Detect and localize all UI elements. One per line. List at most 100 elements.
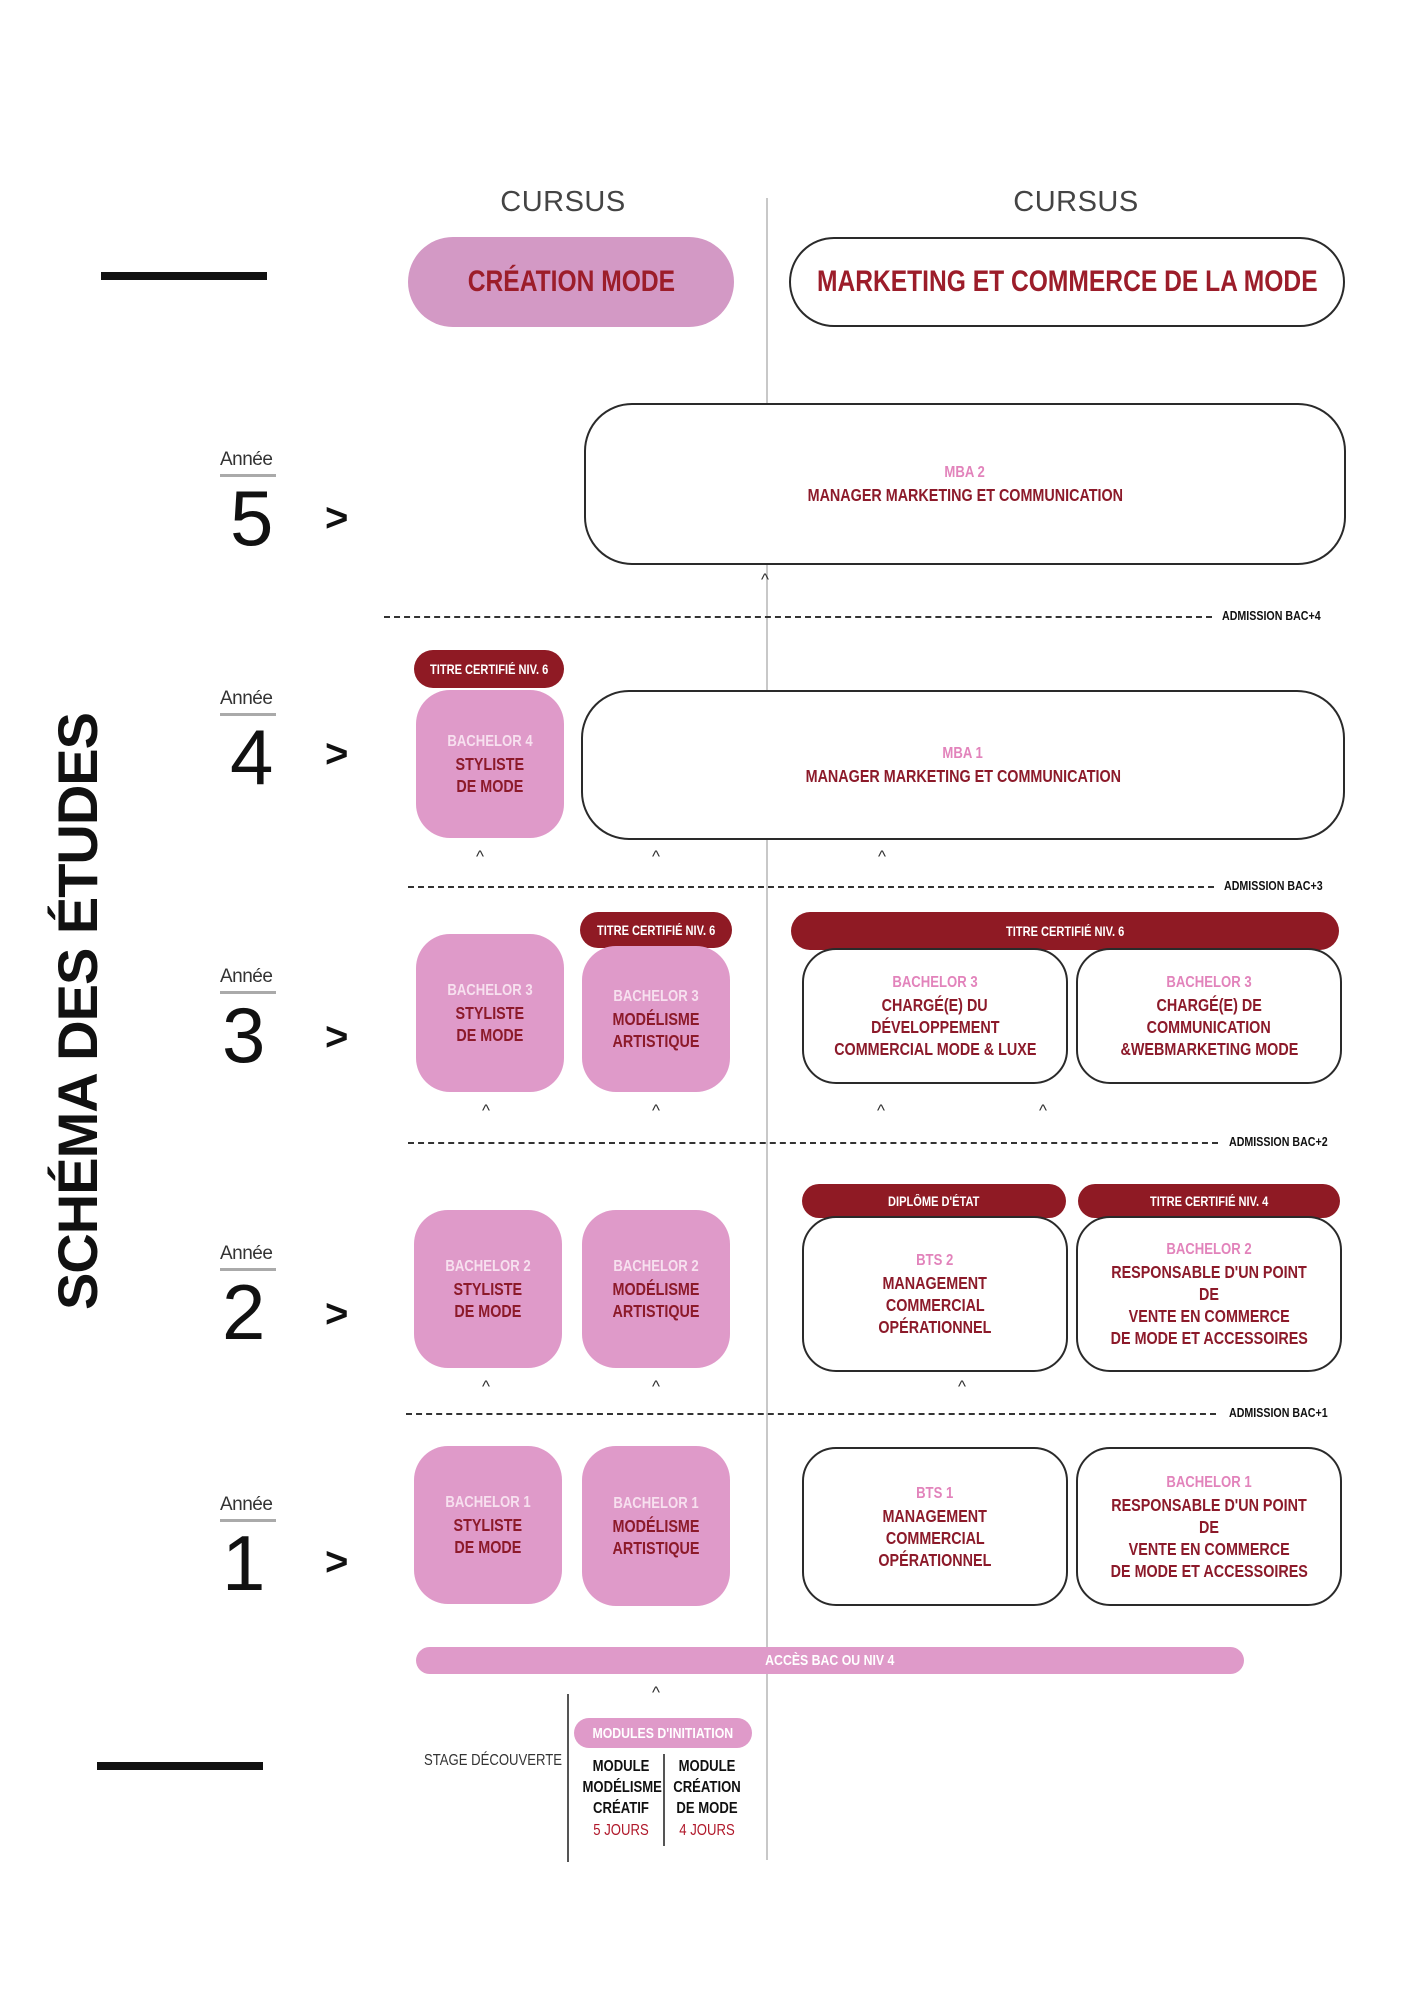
box-line: MODÉLISME (612, 1516, 700, 1536)
year-number: 1 (222, 1519, 266, 1607)
box-line: DE MODE (456, 1025, 524, 1045)
box-bachelor-1-responsable: BACHELOR 1 RESPONSABLE D'UN POINT DE VEN… (1076, 1447, 1342, 1606)
box-line: BACHELOR 2 (445, 1258, 531, 1275)
box-line: RESPONSABLE D'UN POINT DE (1111, 1494, 1307, 1537)
box-line: OPÉRATIONNEL (878, 1317, 992, 1337)
divider-bottom (97, 1762, 263, 1770)
caret-icon: ^ (1039, 1101, 1047, 1120)
box-line: BTS 2 (916, 1252, 954, 1269)
box-line: ARTISTIQUE (612, 1538, 700, 1558)
box-line: BTS 1 (916, 1484, 954, 1502)
admission-line-bac4 (384, 616, 1212, 618)
box-line: BACHELOR 2 (1166, 1241, 1252, 1258)
year-number: 2 (222, 1268, 266, 1356)
arrow-icon: > (325, 1292, 349, 1336)
module-divider-left (567, 1694, 569, 1862)
badge-titre-certifie: TITRE CERTIFIÉ NIV. 6 (791, 912, 1339, 950)
header-creation-mode: CRÉATION MODE (408, 237, 734, 327)
box-line: COMMERCIAL (885, 1527, 985, 1548)
year-underline (220, 991, 276, 994)
box-line: RESPONSABLE D'UN POINT DE (1111, 1262, 1307, 1304)
box-bachelor-3-modelisme: BACHELOR 3 MODÉLISME ARTISTIQUE (582, 946, 730, 1092)
badge-diplome-etat: DIPLÔME D'ÉTAT (802, 1184, 1066, 1218)
year-number: 5 (230, 474, 274, 562)
box-line: &WEBMARKETING MODE (1120, 1039, 1298, 1059)
arrow-icon: > (325, 1015, 349, 1059)
box-bts-2: BTS 2 MANAGEMENT COMMERCIAL OPÉRATIONNEL (802, 1216, 1068, 1372)
box-mba-2: MBA 2 MANAGER MARKETING ET COMMUNICATION (584, 403, 1346, 565)
box-line: BACHELOR 1 (1166, 1473, 1252, 1491)
column-label-creation: CURSUS (500, 186, 626, 218)
box-line: COMMUNICATION (1146, 1017, 1272, 1037)
box-line: MANAGEMENT (882, 1505, 988, 1526)
box-line: DE MODE (454, 1537, 522, 1557)
box-line: ARTISTIQUE (612, 1031, 700, 1051)
box-line: STYLISTE (455, 754, 525, 774)
box-line: ARTISTIQUE (612, 1301, 700, 1321)
arrow-icon: > (325, 1540, 349, 1584)
box-line: CHARGÉ(E) DE (1156, 995, 1262, 1015)
box-bachelor-4-styliste: BACHELOR 4 STYLISTE DE MODE (416, 690, 564, 838)
arrow-icon: > (325, 496, 349, 540)
year-word: Année (220, 449, 273, 470)
box-line: MBA 2 (944, 464, 986, 481)
caret-icon: ^ (482, 1101, 490, 1120)
admission-label: ADMISSION BAC+1 (1229, 1405, 1328, 1420)
box-line: BACHELOR 3 (1166, 974, 1252, 991)
box-line: STYLISTE (453, 1279, 523, 1299)
badge-titre-certifie: TITRE CERTIFIÉ NIV. 6 (414, 650, 564, 688)
caret-icon: ^ (652, 1683, 660, 1702)
box-line: MANAGER MARKETING ET COMMUNICATION (807, 485, 1123, 505)
box-bachelor-1-styliste: BACHELOR 1 STYLISTE DE MODE (414, 1446, 562, 1604)
module-creation: MODULE CRÉATION DE MODE 4 JOURS (673, 1758, 741, 1839)
caret-icon: ^ (761, 570, 769, 589)
modules-badge: MODULES D'INITIATION (574, 1718, 752, 1748)
box-line: DE MODE ET ACCESSOIRES (1110, 1328, 1308, 1348)
year-word: Année (220, 688, 273, 709)
access-bar-text: ACCÈS BAC OU NIV 4 (765, 1652, 895, 1669)
admission-line-bac1 (406, 1413, 1216, 1415)
caret-icon: ^ (877, 1101, 885, 1120)
box-bachelor-3-styliste: BACHELOR 3 STYLISTE DE MODE (416, 934, 564, 1092)
box-line: VENTE EN COMMERCE (1128, 1538, 1290, 1559)
box-line: COMMERCIAL (885, 1295, 985, 1315)
box-line: MODÉLISME (612, 1279, 700, 1299)
caret-icon: ^ (482, 1377, 490, 1396)
header-marketing-mode: MARKETING ET COMMERCE DE LA MODE (789, 237, 1345, 327)
caret-icon: ^ (652, 1377, 660, 1396)
box-line: OPÉRATIONNEL (878, 1549, 992, 1570)
access-bar: ACCÈS BAC OU NIV 4 (416, 1647, 1244, 1674)
year-underline (220, 1519, 276, 1522)
box-bachelor-2-styliste: BACHELOR 2 STYLISTE DE MODE (414, 1210, 562, 1368)
box-line: MANAGER MARKETING ET COMMUNICATION (805, 766, 1121, 786)
box-line: MODÉLISME (612, 1009, 700, 1029)
box-line: BACHELOR 3 (892, 974, 978, 991)
box-line: BACHELOR 3 (447, 982, 533, 999)
box-bachelor-3-developpement: BACHELOR 3 CHARGÉ(E) DU DÉVELOPPEMENT CO… (802, 948, 1068, 1084)
year-underline (220, 1268, 276, 1271)
box-line: STYLISTE (455, 1003, 525, 1023)
box-line: BACHELOR 4 (447, 733, 533, 750)
year-number: 3 (222, 991, 266, 1079)
box-bachelor-2-responsable: BACHELOR 2 RESPONSABLE D'UN POINT DE VEN… (1076, 1216, 1342, 1372)
module-modelisme: MODULE MODÉLISME CRÉATIF 5 JOURS (582, 1758, 662, 1839)
year-word: Année (220, 966, 273, 987)
box-line: BACHELOR 1 (445, 1494, 531, 1511)
year-word: Année (220, 1243, 273, 1264)
column-label-marketing: CURSUS (1013, 186, 1139, 218)
box-line: DE MODE (454, 1301, 522, 1321)
arrow-icon: > (325, 732, 349, 776)
box-line: BACHELOR 3 (613, 988, 699, 1005)
caret-icon: ^ (652, 1101, 660, 1120)
admission-label: ADMISSION BAC+2 (1229, 1134, 1328, 1149)
box-mba-1: MBA 1 MANAGER MARKETING ET COMMUNICATION (581, 690, 1345, 840)
header-creation-mode-text: CRÉATION MODE (467, 265, 675, 298)
year-underline (220, 713, 276, 716)
box-line: CHARGÉ(E) DU (881, 995, 989, 1015)
box-line: MBA 1 (942, 745, 984, 762)
caret-icon: ^ (652, 847, 660, 866)
badge-titre-certifie-niv4: TITRE CERTIFIÉ NIV. 4 (1078, 1184, 1340, 1218)
box-bachelor-3-communication: BACHELOR 3 CHARGÉ(E) DE COMMUNICATION &W… (1076, 948, 1342, 1084)
box-line: DE MODE ET ACCESSOIRES (1110, 1560, 1308, 1581)
column-separator (766, 198, 768, 1860)
